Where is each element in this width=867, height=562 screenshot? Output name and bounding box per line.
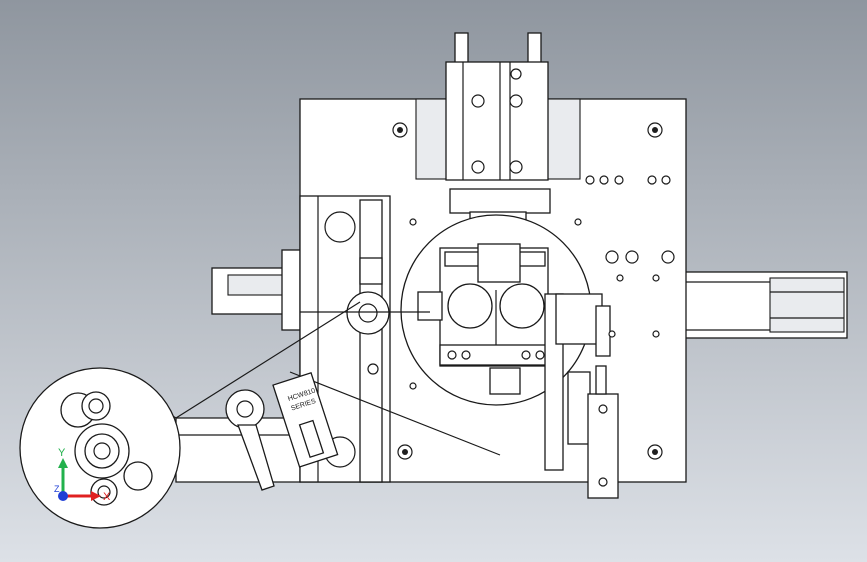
rotary-disk[interactable] xyxy=(400,214,592,406)
lower-left-bracket[interactable] xyxy=(175,417,301,483)
top-cylinder-block[interactable] xyxy=(415,32,581,243)
orientation-triad: Y X Z xyxy=(54,447,111,503)
detail-view-circle[interactable] xyxy=(19,367,181,529)
axis-z-label: Z xyxy=(54,484,60,494)
swing-arm[interactable] xyxy=(225,291,501,491)
label-plate: HCW810 SERIES xyxy=(272,371,339,468)
right-actuator-rail[interactable] xyxy=(684,271,848,339)
axis-y-label: Y xyxy=(58,447,66,459)
left-sub-plate[interactable] xyxy=(299,195,391,483)
detail-leader-line xyxy=(175,301,361,419)
right-vertical-guide[interactable] xyxy=(544,293,619,499)
mounting-holes xyxy=(392,122,675,460)
axis-x-label: X xyxy=(103,491,111,503)
